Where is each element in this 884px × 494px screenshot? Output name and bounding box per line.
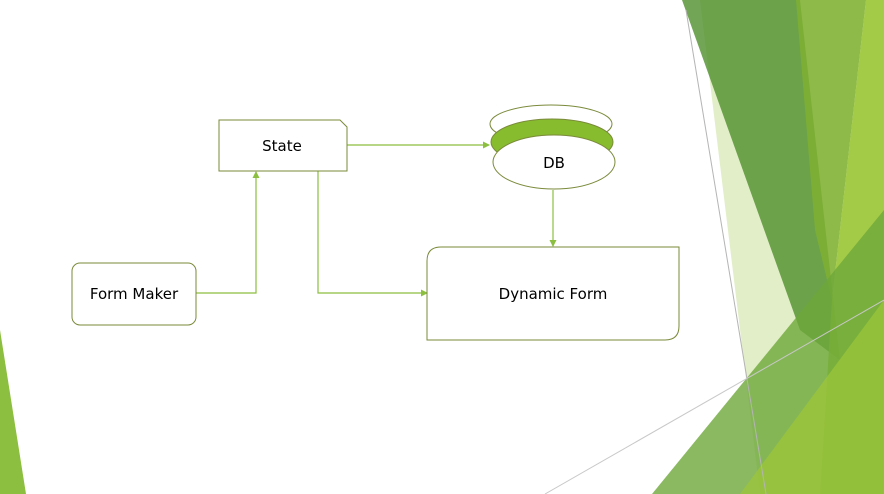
- decor-facet-mid: [796, 0, 866, 300]
- form-maker-node-shape: [71, 262, 197, 326]
- state-node-shape: [218, 119, 348, 172]
- dynamic-form-node-shape: [426, 246, 680, 341]
- edge-formmaker-to-state: [196, 171, 260, 294]
- db-node[interactable]: DB: [489, 104, 616, 190]
- db-disk-front: [492, 134, 616, 190]
- form-maker-node[interactable]: Form Maker: [71, 262, 197, 326]
- decor-thin-line-2: [544, 299, 884, 494]
- connectors: [196, 141, 557, 297]
- state-node[interactable]: State: [218, 119, 348, 172]
- decor-facet-left: [0, 330, 26, 494]
- state-node-label: State: [262, 137, 302, 155]
- decor-thin-line-1: [685, 9, 767, 494]
- dynamic-form-node[interactable]: Dynamic Form: [426, 246, 680, 341]
- decor-facet-dark: [682, 0, 840, 360]
- db-node-label: DB: [543, 154, 565, 172]
- form-maker-node-label: Form Maker: [90, 285, 179, 303]
- dynamic-form-node-label: Dynamic Form: [499, 285, 608, 303]
- edge-state-to-dynamicform: [317, 171, 428, 297]
- decor-facet-lower-light: [740, 300, 884, 494]
